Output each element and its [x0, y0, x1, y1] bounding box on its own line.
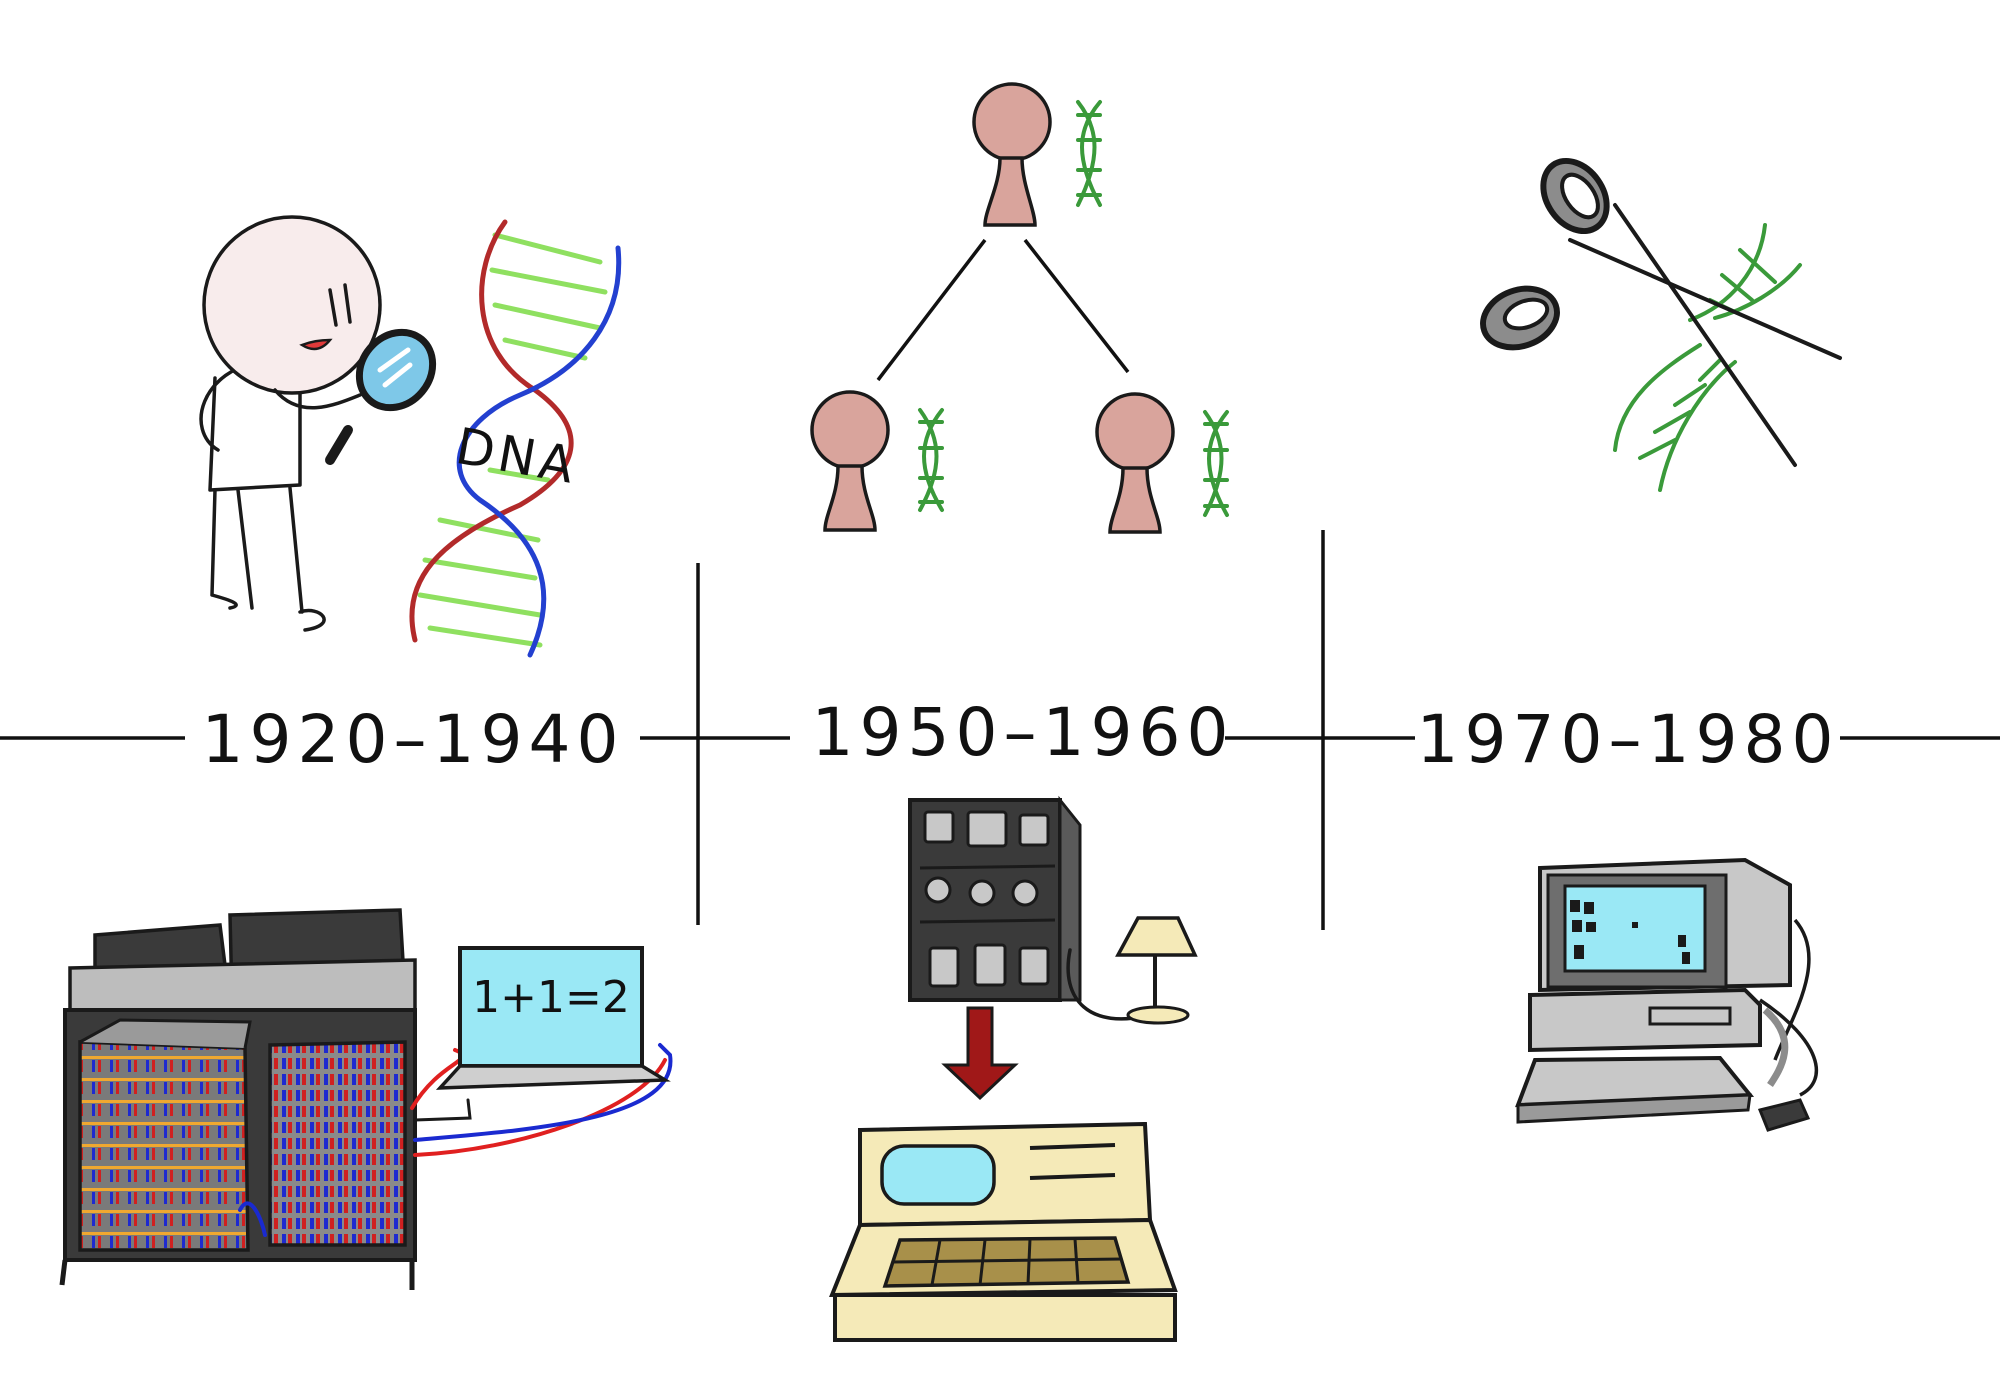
person-child-right — [1095, 392, 1175, 534]
branch-left — [876, 238, 987, 382]
laptop-calculator: 1+1=2 — [435, 946, 671, 1090]
vacuum-tube-computer — [908, 795, 1198, 1025]
early-mainframe — [59, 908, 417, 1290]
person-child-left — [810, 390, 890, 532]
timeline-axis: 1920–1940 1950–1960 1970–1980 — [0, 530, 2000, 930]
dna-label: DNA — [452, 417, 582, 495]
dna-helix-large: DNA — [409, 219, 622, 658]
person-parent — [972, 82, 1052, 227]
era-label-1: 1920–1940 — [202, 701, 625, 778]
dna-small-left — [918, 408, 944, 512]
dna-small-right — [1203, 410, 1229, 517]
inheritance-tree — [810, 82, 1229, 534]
dna-strand-lower — [1613, 343, 1702, 452]
era-label-2: 1950–1960 — [812, 694, 1235, 771]
dna-small-parent — [1076, 100, 1102, 207]
personal-computer — [1515, 857, 1819, 1132]
desktop-terminal — [829, 1121, 1178, 1342]
dna-strand-upper — [1688, 223, 1767, 322]
down-arrow — [941, 1006, 1019, 1101]
laptop-screen — [458, 946, 644, 1068]
scientist-figure — [199, 215, 437, 632]
scissors-handle-bottom — [1480, 285, 1560, 351]
calculation-text: 1+1=2 — [472, 972, 630, 1023]
scissors-handle-top — [1540, 157, 1610, 235]
scissors-cutting-dna — [1480, 157, 1842, 492]
era-label-3: 1970–1980 — [1417, 701, 1840, 778]
branch-right — [1023, 238, 1130, 374]
terminal-screen — [880, 1144, 996, 1206]
